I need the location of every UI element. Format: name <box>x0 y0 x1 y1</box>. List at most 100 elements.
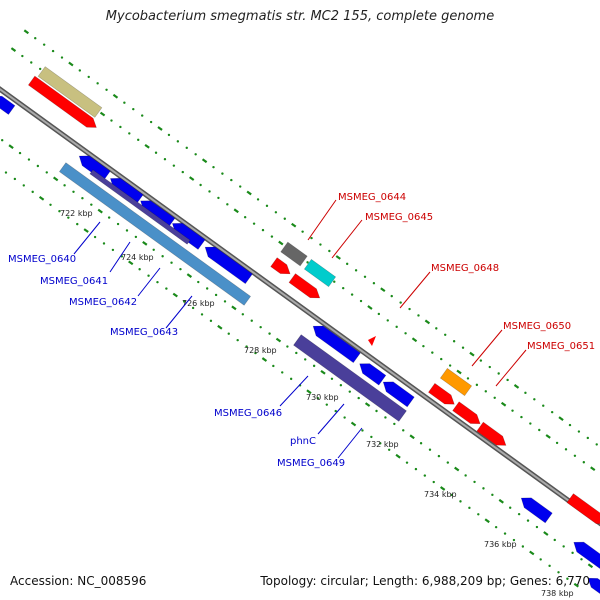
gene-feature-msmeg-0645[interactable] <box>303 258 337 288</box>
gene-feature-indigo-strip[interactable] <box>89 169 191 245</box>
tick-dot <box>539 558 542 561</box>
gene-feature-reverse[interactable] <box>573 541 600 570</box>
tick-mark <box>558 416 564 421</box>
tick-dot <box>179 267 182 271</box>
leader-line <box>317 403 345 435</box>
tick-mark <box>484 518 490 524</box>
gene-feature-reverse[interactable] <box>587 577 600 595</box>
tick-dot <box>334 409 337 413</box>
tick-dot <box>119 125 122 129</box>
gene-feature-forward[interactable] <box>288 273 321 299</box>
tick-mark <box>172 292 178 298</box>
tick-dot <box>141 114 144 117</box>
gene-label-msmeg-0648[interactable]: MSMEG_0648 <box>431 263 499 274</box>
gene-feature-forward[interactable] <box>452 401 481 425</box>
tick-dot <box>437 454 441 458</box>
gene-feature-forward[interactable] <box>476 421 507 446</box>
gene-feature-forward[interactable] <box>566 493 600 525</box>
tick-dot <box>167 133 171 137</box>
gene-feature-msmeg-0651[interactable] <box>428 382 455 405</box>
tick-dot <box>110 119 113 122</box>
gene-label-msmeg-0643[interactable]: MSMEG_0643 <box>110 327 178 338</box>
tick-mark <box>157 126 163 131</box>
gene-feature-reverse[interactable] <box>520 497 553 524</box>
tick-dot <box>128 132 131 135</box>
gene-feature-msmeg-0650[interactable] <box>439 367 473 397</box>
tick-dot <box>553 538 556 542</box>
tick-dot <box>272 364 275 368</box>
gene-label-phnc[interactable]: phnC <box>290 436 316 447</box>
leader-line <box>495 349 527 387</box>
tick-dot <box>125 229 129 232</box>
tick-mark <box>367 305 373 310</box>
tick-label-734: 734 kbp <box>424 490 457 499</box>
tick-dot <box>149 120 153 124</box>
gene-feature-steel[interactable] <box>58 162 252 306</box>
tick-mark <box>261 357 268 362</box>
tick-dot <box>361 429 364 432</box>
gene-label-msmeg-0645[interactable]: MSMEG_0645 <box>365 212 433 223</box>
gene-feature-forward[interactable] <box>27 75 97 128</box>
gene-feature-msmeg-0643[interactable] <box>172 222 206 250</box>
gene-feature-msmeg-0644[interactable] <box>280 241 308 267</box>
tick-dot <box>170 261 173 264</box>
tick-mark <box>543 531 549 536</box>
gene-feature-forward[interactable] <box>270 257 291 275</box>
tick-mark <box>454 466 460 472</box>
tick-dot <box>512 538 516 542</box>
tick-dot <box>580 558 583 561</box>
tick-dot <box>230 178 233 182</box>
tick-dot <box>87 75 90 79</box>
tick-dot <box>132 107 135 111</box>
tick-mark <box>513 384 520 389</box>
tick-dot <box>226 203 229 206</box>
gene-label-msmeg-0640[interactable]: MSMEG_0640 <box>8 254 76 265</box>
tick-dot <box>466 377 470 380</box>
gene-label-msmeg-0651[interactable]: MSMEG_0651 <box>527 341 595 352</box>
tick-mark <box>233 208 239 214</box>
tick-mark <box>99 111 106 117</box>
tick-dot <box>21 54 24 58</box>
tick-mark <box>498 498 504 504</box>
tick-dot <box>4 171 8 174</box>
gene-label-msmeg-0642[interactable]: MSMEG_0642 <box>69 297 137 308</box>
gene-feature-indigo[interactable] <box>293 334 407 422</box>
gene-feature-msmeg-0646[interactable] <box>312 325 361 364</box>
tick-dot <box>538 428 541 432</box>
tick-dot <box>586 436 590 440</box>
tick-mark <box>306 389 312 395</box>
tick-dot <box>577 430 581 433</box>
tick-dot <box>568 423 572 427</box>
gene-label-msmeg-0644[interactable]: MSMEG_0644 <box>338 192 406 203</box>
gene-label-msmeg-0646[interactable]: MSMEG_0646 <box>214 408 282 419</box>
tick-dot <box>105 88 108 91</box>
tick-dot <box>363 275 367 278</box>
tick-mark <box>8 144 14 150</box>
leader-line <box>337 427 363 459</box>
gene-feature-olive[interactable] <box>37 66 103 118</box>
tick-dot <box>432 480 435 484</box>
tick-dot <box>330 377 334 380</box>
leader-line <box>471 329 503 367</box>
gene-label-msmeg-0649[interactable]: MSMEG_0649 <box>277 458 345 469</box>
map-title: Mycobacterium smegmatis str. MC2 155, co… <box>105 9 495 24</box>
tick-dot <box>58 210 61 213</box>
gene-label-msmeg-0641[interactable]: MSMEG_0641 <box>40 276 108 287</box>
tick-dot <box>341 286 345 290</box>
tick-dot <box>535 525 539 529</box>
tick-label-732: 732 kbp <box>366 440 399 449</box>
gene-feature-phnc[interactable] <box>359 363 387 386</box>
gene-feature-msmeg-0648[interactable] <box>368 336 376 346</box>
tick-dot <box>428 448 432 451</box>
leader-line <box>399 271 431 309</box>
gene-feature-reverse[interactable] <box>0 95 16 115</box>
gene-label-msmeg-0650[interactable]: MSMEG_0650 <box>503 321 571 332</box>
tick-mark <box>97 208 103 214</box>
gene-feature-msmeg-0643b[interactable] <box>204 246 253 285</box>
gene-feature-msmeg-0649[interactable] <box>382 381 415 408</box>
tick-mark <box>231 305 237 311</box>
tick-dot <box>81 197 84 200</box>
accession-text: Accession: NC_008596 <box>10 574 147 588</box>
tick-dot <box>393 422 396 426</box>
tick-dot <box>562 545 565 548</box>
